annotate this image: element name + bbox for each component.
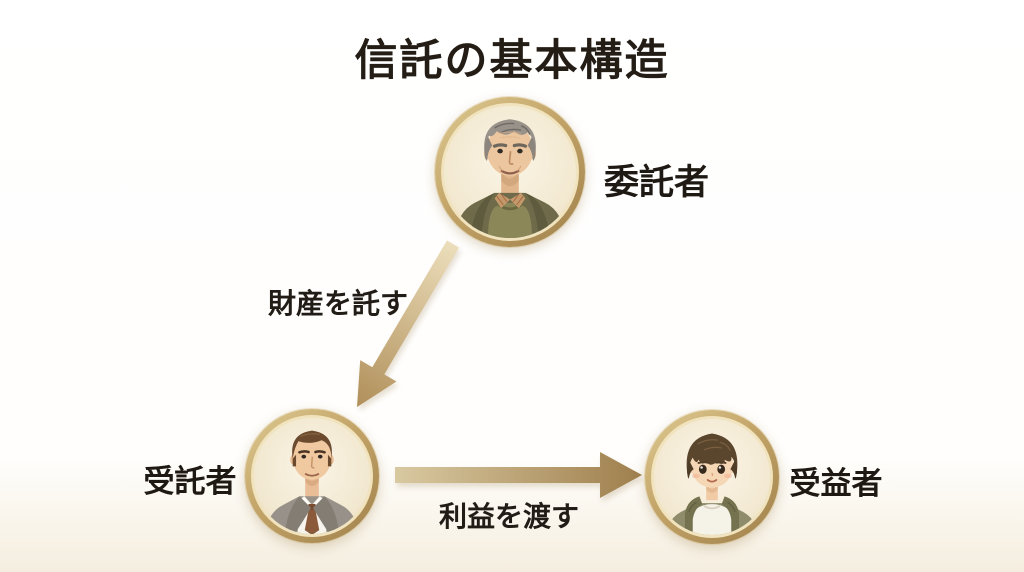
elder-man-icon	[444, 106, 576, 238]
businessman-icon	[254, 418, 370, 534]
entrust-arrow	[357, 240, 459, 407]
settlor-label: 委託者	[604, 163, 710, 202]
beneficiary-label: 受益者	[789, 466, 883, 501]
benefit-arrow-label: 利益を渡す	[438, 501, 579, 532]
beneficiary-portrait-frame	[651, 416, 773, 538]
beneficiary-node	[645, 410, 779, 544]
boy-icon	[654, 419, 770, 535]
settlor-node	[435, 97, 585, 247]
settlor-portrait-frame	[441, 103, 579, 241]
trustee-label: 受託者	[143, 464, 237, 499]
diagram-title: 信託の基本構造	[354, 37, 670, 85]
trustee-portrait-frame	[251, 415, 373, 537]
entrust-arrow-label: 財産を託す	[267, 288, 408, 319]
trustee-node	[245, 409, 379, 543]
benefit-arrow	[395, 452, 642, 498]
